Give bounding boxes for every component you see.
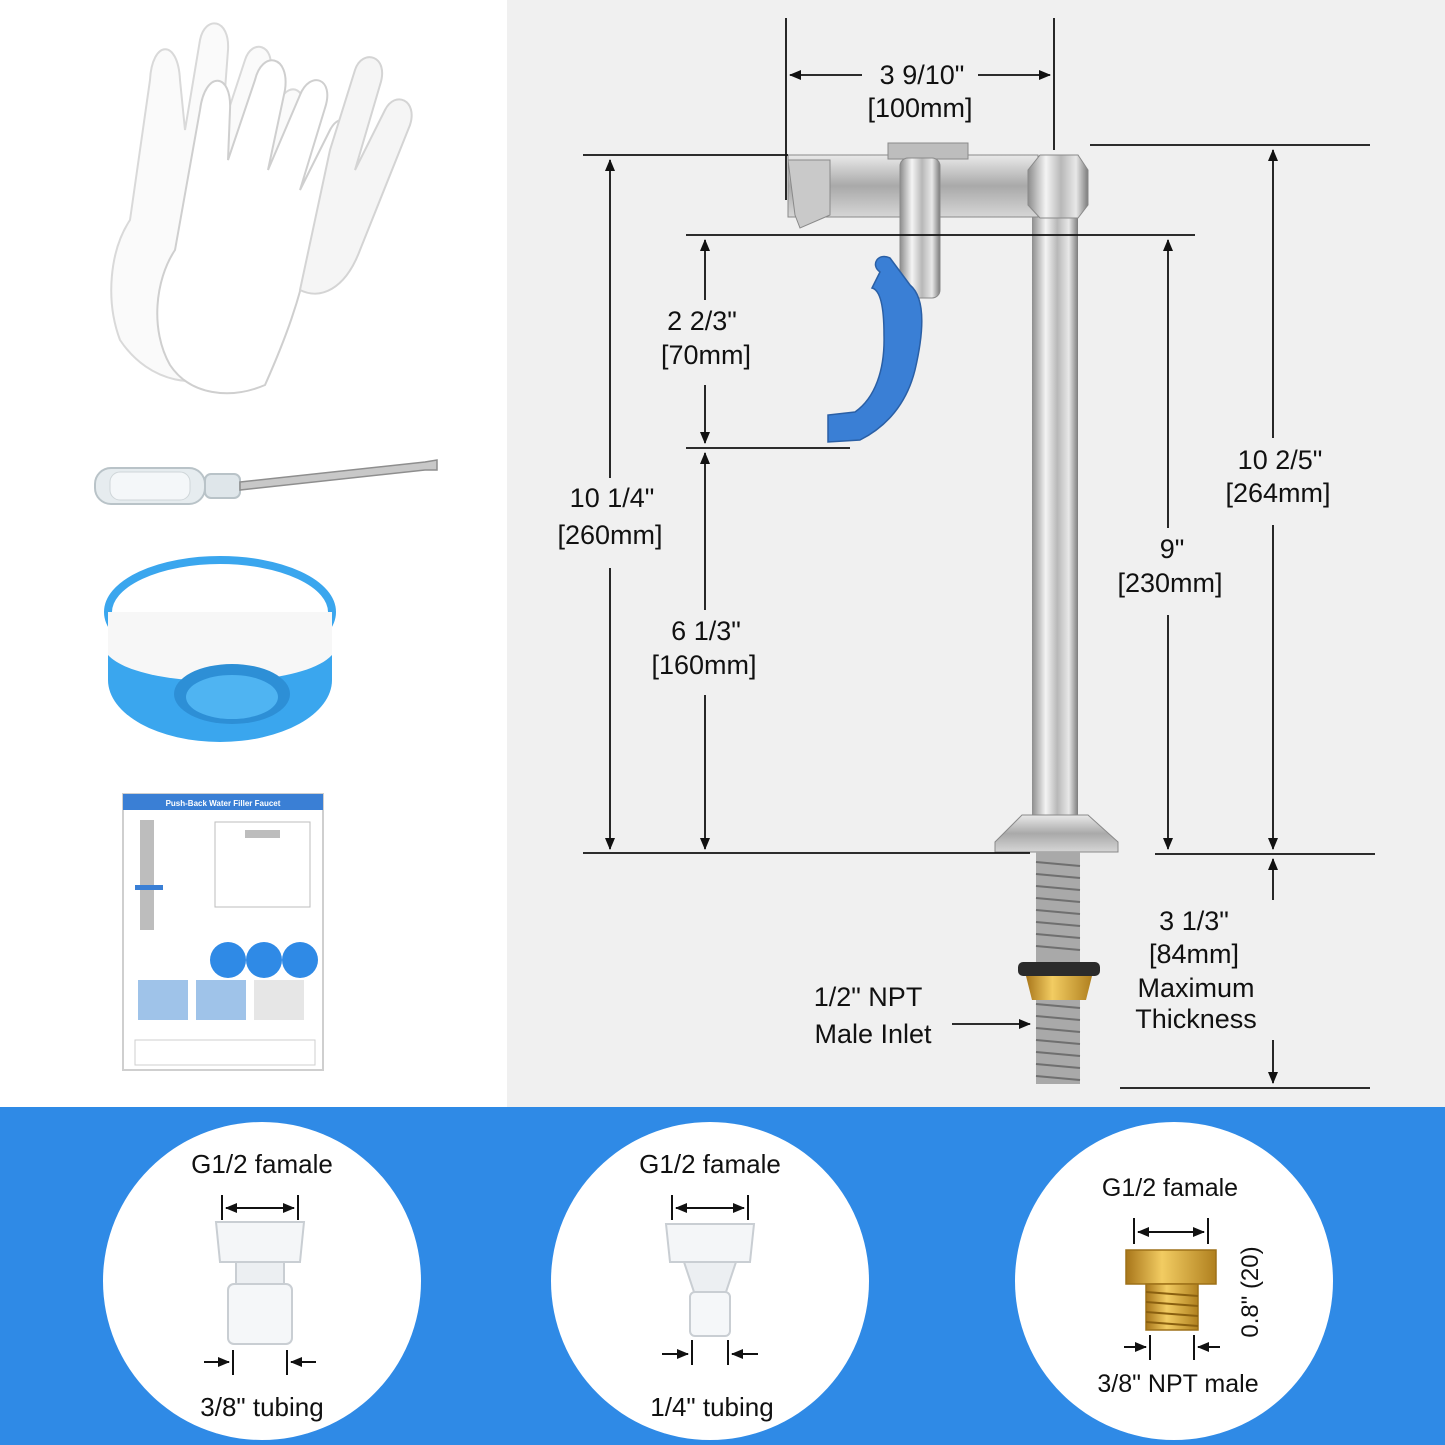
dim-thickness-label-2: Thickness [1135, 1004, 1257, 1034]
dimension-lines [583, 18, 1375, 1089]
lever-handle [827, 255, 923, 443]
dim-lever: 6 1/3" [671, 616, 741, 646]
ptfe-tape-icon [104, 556, 336, 742]
dim-thickness-mm: [84mm] [1149, 939, 1239, 969]
screwdriver-icon [94, 459, 438, 505]
fitting-2-bottom: 1/4" tubing [650, 1392, 773, 1422]
fitting-1: G1/2 famale 3/8" tubing [191, 1149, 333, 1422]
dim-spout-mm: [70mm] [661, 340, 751, 370]
dim-width: 3 9/10" [880, 60, 965, 90]
gloves-icon [110, 22, 413, 395]
dim-total: 10 1/4" [570, 483, 655, 513]
dim-width-mm: [100mm] [867, 93, 972, 123]
dim-lever-mm: [160mm] [651, 650, 756, 680]
dim-thickness-label-1: Maximum [1137, 973, 1254, 1003]
dim-overall: 10 2/5" [1238, 445, 1323, 475]
manual-title: Push-Back Water Filler Faucet [166, 799, 281, 808]
fitting-3-top: G1/2 famale [1102, 1174, 1238, 1202]
fitting-3-bottom: 3/8" NPT male [1097, 1370, 1258, 1398]
dim-overall-mm: [264mm] [1225, 478, 1330, 508]
fitting-3: G1/2 famale 0.8" (20) 3/8" NPT male [1097, 1174, 1264, 1398]
manual-icon: Push-Back Water Filler Faucet [122, 793, 324, 1071]
dim-thickness: 3 1/3" [1159, 906, 1229, 936]
dim-column-mm: [230mm] [1117, 568, 1222, 598]
dim-spout: 2 2/3" [667, 306, 737, 336]
fitting-1-top: G1/2 famale [191, 1149, 333, 1179]
dim-column: 9" [1160, 534, 1185, 564]
fitting-1-bottom: 3/8" tubing [200, 1392, 323, 1422]
fitting-2-top: G1/2 famale [639, 1149, 781, 1179]
dim-total-mm: [260mm] [557, 520, 662, 550]
inlet-label-1: 1/2" NPT [814, 982, 923, 1012]
fitting-3-side: 0.8" (20) [1237, 1246, 1264, 1337]
inlet-label-2: Male Inlet [814, 1019, 932, 1049]
fitting-2: G1/2 famale 1/4" tubing [639, 1149, 781, 1422]
faucet-body [787, 142, 1119, 1084]
